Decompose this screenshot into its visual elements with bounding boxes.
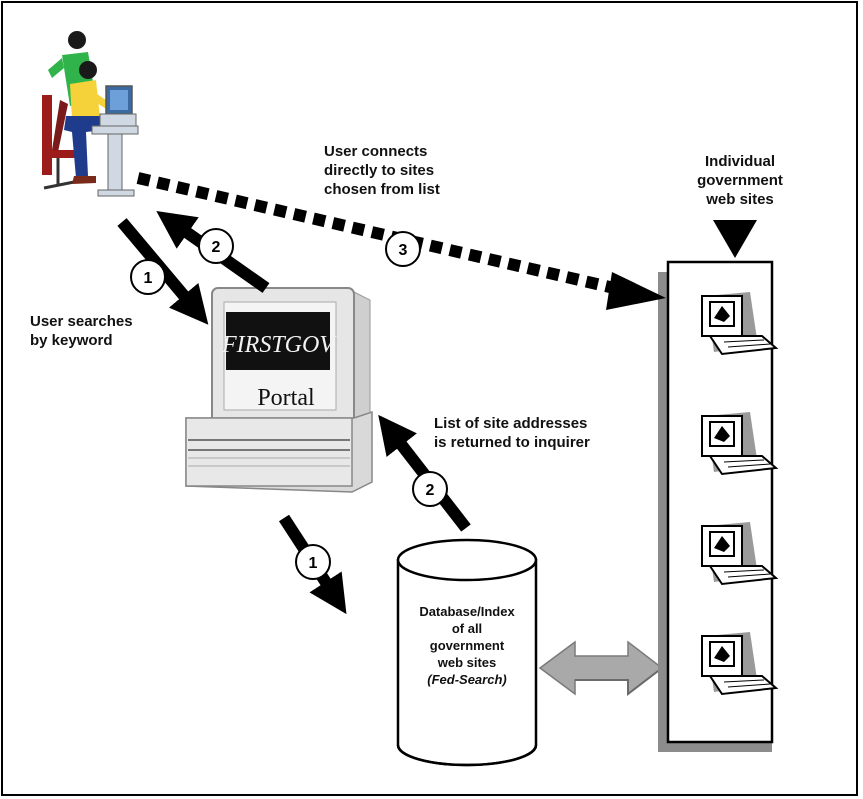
sync-double-arrow (538, 640, 664, 697)
user-connects-label: User connects directly to sites chosen f… (324, 143, 440, 198)
svg-text:2: 2 (212, 239, 221, 256)
user-figure-icon (42, 31, 139, 197)
arrow-user-to-sites (136, 172, 616, 294)
portal-label: Portal (257, 385, 315, 411)
database-label: Database/Index of all government web sit… (419, 604, 515, 687)
site-computer-icon (701, 522, 779, 586)
step-circle: 2 (412, 471, 448, 507)
step-circle: 1 (295, 544, 331, 580)
svg-text:2: 2 (426, 482, 435, 499)
user-searches-label: User searches by keyword (30, 313, 133, 349)
site-computer-icon (701, 292, 779, 356)
database-cylinder-icon (396, 538, 538, 767)
site-computer-icon (701, 412, 779, 476)
step-circle: 2 (198, 228, 234, 264)
individual-sites-label: Individual government web sites (697, 153, 783, 208)
site-computer-icon (701, 632, 779, 696)
firstgov-logo: FIRSTGOV (221, 332, 336, 358)
svg-text:1: 1 (144, 270, 153, 287)
svg-text:3: 3 (399, 242, 408, 259)
arrow-user-to-sites-head (606, 272, 666, 310)
svg-text:1: 1 (309, 555, 318, 572)
step-circle: 3 (385, 231, 421, 267)
portal-computer-icon: FIRSTGOV Portal (185, 287, 373, 493)
list-returned-label: List of site addresses is returned to in… (434, 415, 590, 451)
step-circle: 1 (130, 259, 166, 295)
